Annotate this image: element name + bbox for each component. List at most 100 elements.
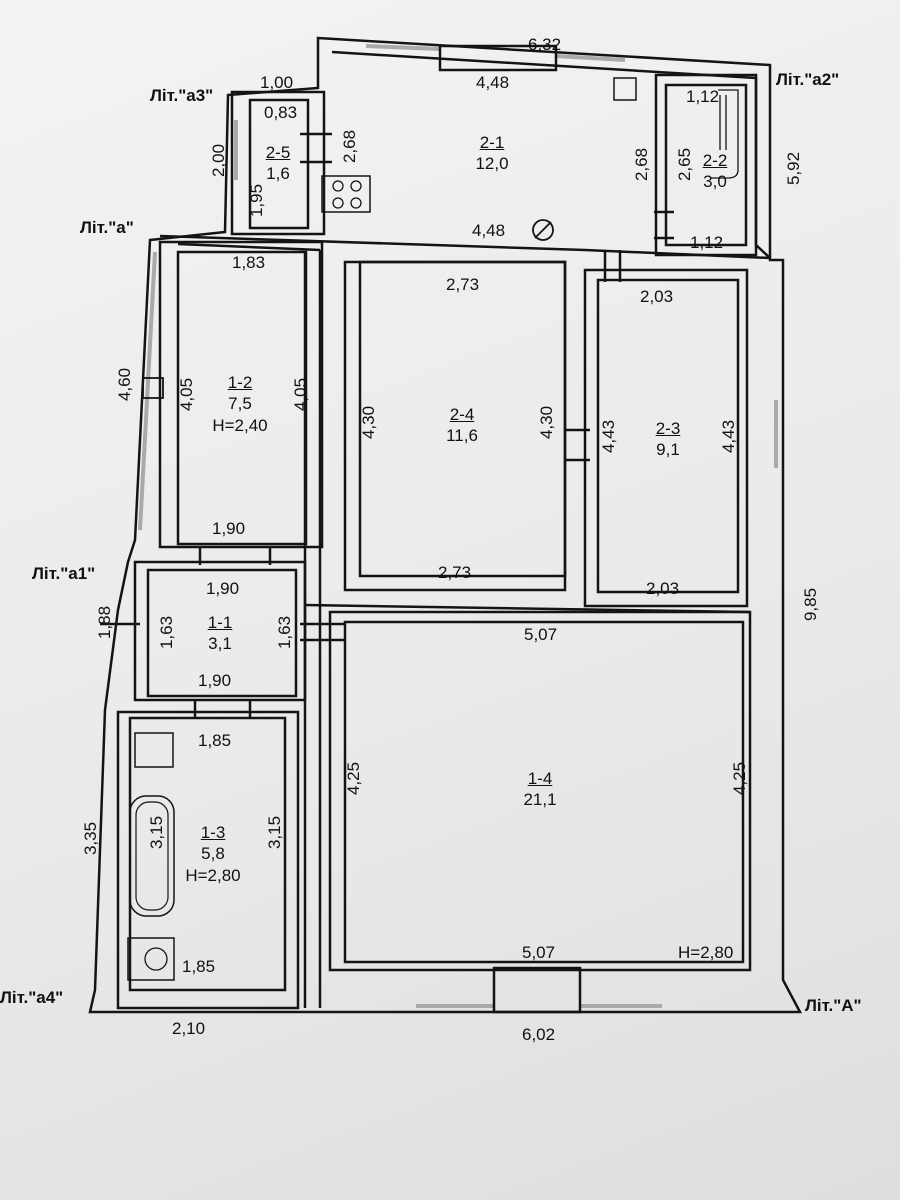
dimension-label: 2,73	[438, 563, 472, 582]
dimension-label: 4,60	[115, 367, 135, 402]
room-2-2: 2-2 3,0	[690, 150, 740, 193]
dimension-label: 2,03	[640, 287, 674, 306]
door-tick	[100, 132, 674, 718]
dimension-label: 4,05	[177, 377, 197, 412]
room-height: H=2,40	[212, 415, 268, 435]
room-area: 7,5	[228, 394, 252, 414]
shower	[710, 89, 739, 179]
dimension-label: 4,30	[359, 405, 379, 440]
room-area: 5,8	[201, 844, 225, 864]
dimension-label: 2,65	[675, 147, 695, 182]
room-height: H=2,80	[185, 865, 241, 885]
room-2-3-wall	[583, 268, 749, 608]
dimension-label: 4,05	[291, 377, 311, 412]
room-1-4-inner	[343, 620, 745, 964]
dimension-label: 3,15	[265, 815, 285, 850]
dimension-label: 1,63	[157, 615, 177, 650]
dimension-label: 5,07	[524, 625, 558, 644]
dimension-label: 4,48	[476, 73, 510, 92]
label-lit-a4: Літ."а4"	[0, 988, 64, 1007]
dimension-label: 1,83	[232, 253, 266, 272]
label-lit-a2: Літ."а2"	[776, 70, 840, 89]
dimension-label: 1,85	[198, 731, 232, 750]
dimension-label: 3,35	[81, 821, 101, 856]
room-2-3-inner	[596, 278, 740, 594]
window-frame	[438, 44, 558, 72]
gas-symbol	[532, 219, 554, 241]
dimension-label: 1,85	[182, 957, 216, 976]
room-id: 1-1	[207, 613, 233, 632]
toilet	[127, 937, 175, 981]
dimension-label: 2,00	[209, 143, 229, 178]
dimension-label: 2,73	[446, 275, 480, 294]
bathtub	[129, 795, 175, 917]
room-area: 3,1	[208, 634, 232, 654]
dimension-label: 1,90	[212, 519, 246, 538]
dimension-label: 2,10	[172, 1019, 206, 1038]
room-1-2: 1-2 7,5 H=2,40	[192, 372, 288, 436]
room-2-5: 2-5 1,6	[256, 142, 300, 185]
room-id: 2-3	[655, 419, 681, 438]
room-area: 12,0	[475, 154, 509, 174]
dimension-label: 2,68	[340, 129, 360, 164]
dimension-label: 4,25	[730, 761, 750, 796]
sink	[613, 77, 637, 101]
window-frame	[492, 966, 582, 1014]
room-area: 21,1	[523, 790, 557, 810]
dimension-label: 1,12	[690, 233, 724, 252]
label-lit-a1: Літ."а1"	[32, 564, 96, 583]
wall-kitchen-bottom-in	[177, 242, 321, 252]
room-id: 1-4	[527, 769, 553, 788]
window	[555, 54, 626, 62]
room-2-4: 2-4 11,6	[432, 404, 492, 447]
room-1-2-wall	[158, 240, 324, 549]
dimension-label: 2,03	[646, 579, 680, 598]
dimension-label: 0,83	[264, 103, 298, 122]
window-frame	[142, 377, 164, 399]
room-id: 1-2	[227, 373, 253, 392]
dimension-label: 5,07	[522, 943, 556, 962]
room-1-3: 1-3 5,8 H=2,80	[168, 822, 258, 886]
room-area: 1,6	[266, 164, 290, 184]
window	[365, 44, 441, 51]
room-id: 1-3	[200, 823, 226, 842]
dimension-label: 1,95	[247, 183, 267, 218]
room-2-4-inner	[358, 260, 567, 578]
dimension-label: 1,90	[198, 671, 232, 690]
room-id: 2-4	[449, 405, 475, 424]
label-lit-a3: Літ."а3"	[150, 86, 214, 105]
dimension-label: 4,25	[344, 761, 364, 796]
room-2-2-wall	[654, 73, 758, 257]
dimension-label: 1,88	[95, 605, 115, 640]
stove	[321, 175, 371, 213]
wall-middle	[304, 603, 751, 614]
room-2-3: 2-3 9,1	[640, 418, 696, 461]
room-area: 3,0	[703, 172, 727, 192]
room-id: 2-2	[702, 151, 728, 170]
dimension-label: 1,90	[206, 579, 240, 598]
label-lit-a: Літ."а"	[80, 218, 134, 237]
dimension-label: 1,63	[275, 615, 295, 650]
outer-wall	[88, 36, 803, 1014]
basin	[134, 732, 174, 768]
room-1-4-height: H=2,80	[678, 943, 734, 962]
dimension-label: 3,15	[147, 815, 167, 850]
dimension-label: 4,30	[537, 405, 557, 440]
dimension-label: 4,43	[599, 419, 619, 454]
dimension-label: 6,32	[528, 35, 562, 54]
room-1-4-wall	[328, 610, 752, 972]
label-lit-A: Літ."А"	[805, 996, 862, 1015]
room-2-2-inner	[664, 83, 748, 247]
dimension-label: 1,12	[686, 87, 720, 106]
room-id: 2-5	[265, 143, 291, 162]
room-id: 2-1	[479, 133, 505, 152]
dimension-label: 6,02	[522, 1025, 556, 1044]
dimension-label: 9,85	[801, 587, 821, 622]
room-area: 11,6	[446, 426, 478, 446]
dimension-label: 2,68	[632, 147, 652, 182]
room-1-4: 1-4 21,1	[510, 768, 570, 811]
room-1-3-wall	[116, 710, 300, 1010]
dimension-label: 5,92	[784, 151, 804, 186]
